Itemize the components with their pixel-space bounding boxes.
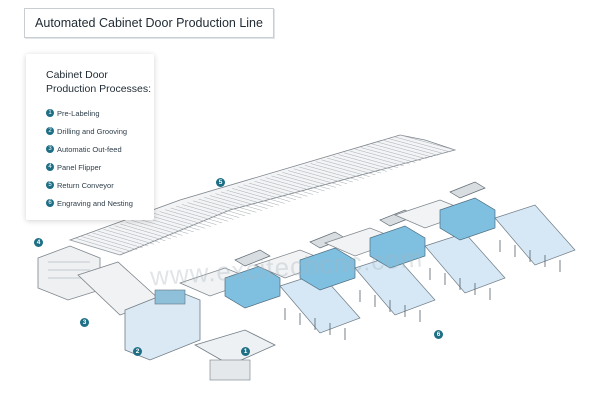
conveyor-roller bbox=[366, 145, 421, 161]
conveyor-roller bbox=[338, 154, 393, 170]
title-box: Automated Cabinet Door Production Line bbox=[24, 8, 274, 38]
conveyor-roller bbox=[248, 182, 302, 199]
conveyor-roller bbox=[204, 197, 257, 213]
legend-item-label: Panel Flipper bbox=[57, 162, 102, 172]
legend-item-label: Return Conveyor bbox=[57, 180, 114, 190]
conveyor-roller bbox=[69, 239, 121, 256]
conveyor-roller bbox=[103, 229, 155, 245]
conveyor-roller bbox=[125, 221, 177, 238]
conveyor-roller bbox=[344, 152, 399, 169]
conveyor-roller bbox=[209, 195, 262, 211]
legend-item-label: Automatic Out-feed bbox=[57, 144, 122, 154]
conveyor-roller bbox=[131, 220, 183, 236]
conveyor-roller bbox=[288, 170, 342, 186]
conveyor-roller bbox=[97, 230, 149, 247]
step-number-icon: 2 bbox=[46, 127, 54, 135]
conveyor-roller bbox=[349, 150, 404, 167]
step-number-icon: 5 bbox=[46, 181, 54, 189]
conveyor-roller bbox=[148, 214, 200, 231]
return-conveyor bbox=[68, 134, 457, 256]
conveyor-roller bbox=[226, 189, 280, 206]
conveyor-roller bbox=[299, 166, 353, 183]
conveyor-roller bbox=[109, 227, 160, 243]
conveyor-roller bbox=[360, 147, 416, 163]
conveyor-roller bbox=[237, 186, 291, 202]
conveyor-roller bbox=[394, 136, 450, 153]
step-number-icon: 6 bbox=[46, 199, 54, 207]
conveyor-roller bbox=[75, 237, 126, 254]
conveyor-roller bbox=[332, 156, 387, 172]
marker-2: 2 bbox=[133, 347, 142, 356]
conveyor-roller bbox=[355, 148, 410, 165]
conveyor-roller bbox=[243, 184, 297, 201]
conveyor-roller bbox=[327, 157, 382, 174]
legend-item-label: Pre-Labeling bbox=[57, 108, 100, 118]
conveyor-roller bbox=[114, 225, 166, 242]
legend-item-label: Engraving and Nesting bbox=[57, 198, 133, 208]
legend-item-label: Drilling and Grooving bbox=[57, 126, 128, 136]
conveyor-roller bbox=[86, 234, 138, 250]
conveyor-roller bbox=[165, 209, 217, 225]
conveyor-roller bbox=[187, 202, 240, 218]
conveyor-roller bbox=[159, 211, 211, 227]
stations bbox=[179, 181, 576, 340]
conveyor-roller bbox=[120, 223, 172, 240]
conveyor-roller bbox=[304, 165, 359, 181]
nesting-station bbox=[179, 249, 361, 340]
conveyor-roller bbox=[92, 232, 143, 249]
conveyor-roller bbox=[254, 181, 308, 197]
marker-6: 6 bbox=[434, 330, 443, 339]
step-number-icon: 3 bbox=[46, 145, 54, 153]
marker-4: 4 bbox=[34, 238, 43, 247]
conveyor-roller bbox=[316, 161, 370, 177]
marker-1: 1 bbox=[241, 347, 250, 356]
conveyor-roller bbox=[265, 177, 319, 193]
conveyor-roller bbox=[181, 204, 234, 220]
conveyor-roller bbox=[198, 198, 251, 215]
conveyor-roller bbox=[371, 143, 427, 160]
legend-heading: Cabinet Door Production Processes: bbox=[46, 69, 152, 95]
conveyor-roller bbox=[282, 172, 336, 188]
step-number-icon: 4 bbox=[46, 163, 54, 171]
conveyor-roller bbox=[81, 236, 132, 252]
conveyor-roller bbox=[276, 173, 331, 190]
pre-labeling-station bbox=[193, 329, 276, 381]
nesting-station bbox=[394, 181, 576, 272]
conveyor-roller bbox=[232, 188, 285, 204]
conveyor-roller bbox=[220, 191, 274, 208]
conveyor-roller bbox=[176, 205, 228, 222]
conveyor-roller bbox=[260, 179, 314, 195]
drilling-machine bbox=[124, 289, 201, 361]
conveyor-roller bbox=[388, 138, 444, 154]
conveyor-roller bbox=[170, 207, 223, 224]
conveyor-roller bbox=[137, 218, 189, 234]
marker-3: 3 bbox=[80, 318, 89, 327]
conveyor-roller bbox=[271, 175, 325, 192]
conveyor-roller bbox=[383, 140, 439, 156]
conveyor-roller bbox=[193, 200, 245, 217]
conveyor-roller bbox=[215, 193, 268, 209]
conveyor-roller bbox=[399, 134, 456, 151]
step-number-icon: 1 bbox=[46, 109, 54, 117]
conveyor-roller bbox=[377, 141, 433, 158]
marker-5: 5 bbox=[216, 178, 225, 187]
nesting-station bbox=[254, 231, 436, 322]
conveyor-roller bbox=[310, 163, 365, 179]
conveyor-roller bbox=[293, 168, 348, 185]
page-title: Automated Cabinet Door Production Line bbox=[35, 16, 263, 30]
conveyor-roller bbox=[321, 159, 376, 176]
conveyor-roller bbox=[153, 213, 206, 229]
